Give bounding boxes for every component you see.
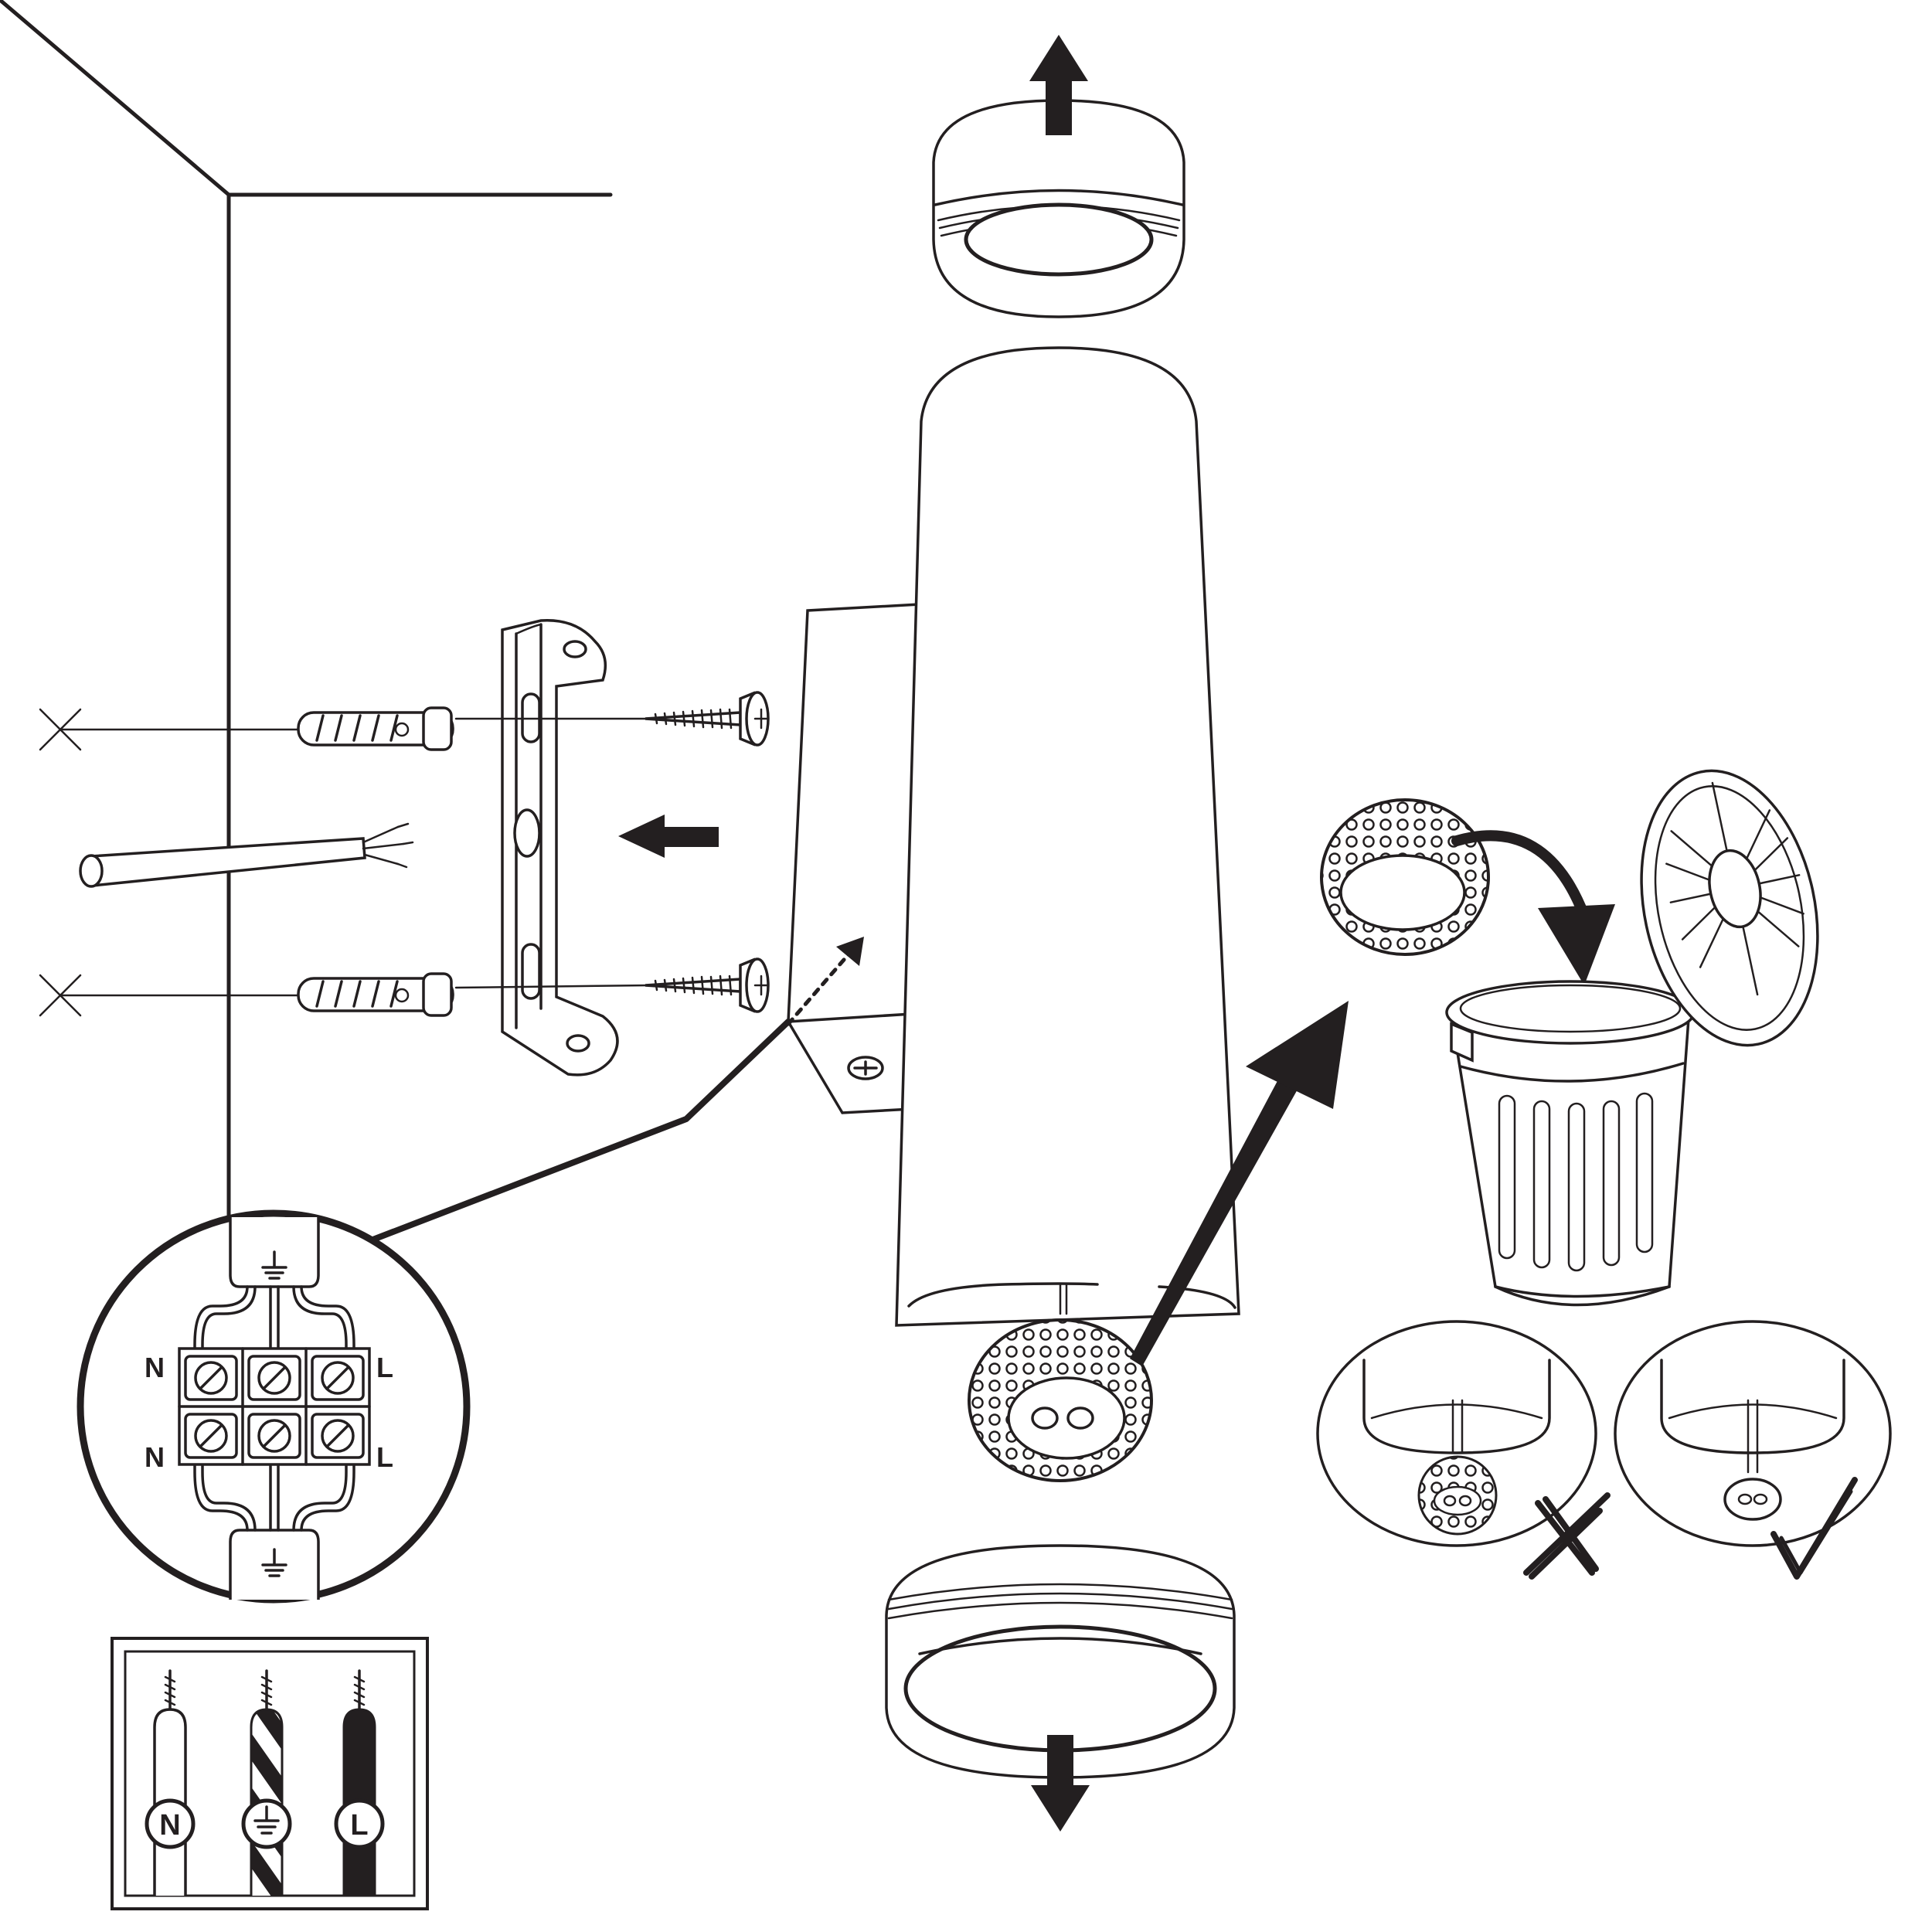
wire-color-legend: N L bbox=[111, 1637, 429, 1910]
arrow-down-icon bbox=[1031, 1735, 1090, 1832]
cross-mark-icon bbox=[1523, 1492, 1611, 1580]
wire-neutral: N bbox=[145, 1669, 196, 1896]
terminal-label-n-bottom: N bbox=[145, 1441, 165, 1473]
earth-symbol-bottom-icon bbox=[261, 1548, 287, 1577]
wall-plug-top bbox=[297, 706, 454, 751]
drill-mark-bottom-icon bbox=[39, 974, 299, 1017]
mounting-bracket bbox=[501, 618, 619, 1077]
legend-earth-icon bbox=[253, 1805, 280, 1835]
wall-corner bbox=[0, 0, 613, 1219]
screw-top bbox=[454, 691, 770, 747]
callout-connector bbox=[368, 1019, 791, 1243]
lamp-cylinder bbox=[895, 346, 1240, 1327]
legend-n-label: N bbox=[159, 1809, 180, 1842]
terminal-label-n-top: N bbox=[145, 1352, 165, 1383]
correct-detail bbox=[1614, 1320, 1892, 1547]
terminal-label-l-top: L bbox=[376, 1352, 393, 1383]
bottom-cover-ring bbox=[885, 1544, 1236, 1779]
trash-bin-icon bbox=[1445, 769, 1819, 1307]
screw-bottom bbox=[454, 957, 770, 1013]
arrow-curved-icon bbox=[1451, 830, 1615, 985]
terminal-label-l-bottom: L bbox=[376, 1441, 393, 1473]
lamp-backplate bbox=[787, 603, 921, 1114]
legend-l-label: L bbox=[350, 1809, 368, 1842]
arrow-left-icon bbox=[618, 815, 719, 858]
incorrect-detail bbox=[1316, 1320, 1597, 1547]
mains-cable bbox=[79, 822, 414, 888]
wire-live: L bbox=[334, 1669, 385, 1896]
foam-gasket bbox=[968, 1318, 1153, 1482]
earth-symbol-top-icon bbox=[261, 1250, 287, 1280]
removed-foam-gasket bbox=[1320, 798, 1490, 956]
wall-plug-bottom bbox=[297, 972, 454, 1017]
check-mark-icon bbox=[1770, 1477, 1858, 1580]
top-cover-ring bbox=[932, 99, 1185, 318]
arrow-dotted-icon bbox=[786, 937, 864, 1026]
arrow-to-bin-icon bbox=[1130, 1001, 1349, 1366]
arrow-up-icon bbox=[1029, 35, 1088, 135]
terminal-block-detail: N N L L bbox=[77, 1209, 471, 1604]
wire-earth bbox=[241, 1669, 292, 1896]
drill-mark-top-icon bbox=[39, 708, 299, 751]
